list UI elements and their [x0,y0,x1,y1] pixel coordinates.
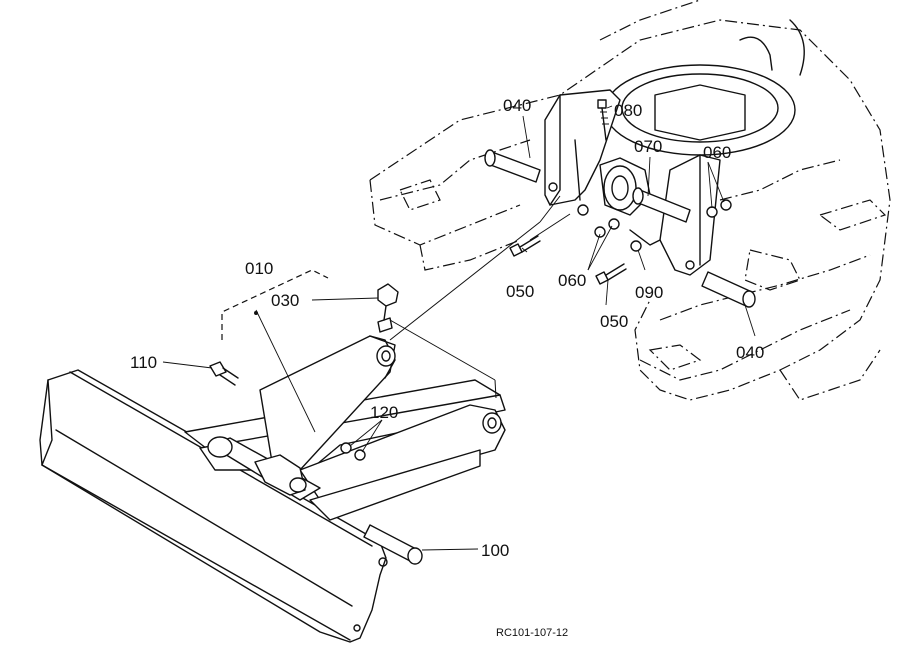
label-110: 110 [130,353,157,372]
part-labels: 010 030 040 040 050 050 060 060 070 080 … [130,96,764,560]
label-080: 080 [614,101,642,120]
blade-assembly [39,335,506,643]
label-060-right: 060 [703,143,731,162]
pin-040-right [701,271,756,308]
pin-070 [632,187,691,223]
assembly-lines [389,195,571,399]
bolt-050-left [509,235,541,257]
label-090: 090 [635,283,663,302]
label-060-left: 060 [558,271,586,290]
label-010: 010 [245,259,273,278]
grease-fitting-030 [377,283,399,333]
bolt-110 [209,361,239,386]
drawing-code: RC101-107-12 [496,627,568,639]
label-070: 070 [634,137,662,156]
leader-lines [162,105,756,551]
label-040-left: 040 [503,96,531,115]
bolt-050-right [595,263,627,285]
pin-040-left [484,149,541,183]
pin-100 [363,524,423,565]
mount-bracket [544,19,805,276]
tractor-frame [369,0,891,401]
label-120: 120 [370,403,398,422]
label-040-right: 040 [736,343,764,362]
nuts-120 [340,442,366,461]
label-050-right: 050 [600,312,628,331]
label-030: 030 [271,291,299,310]
nuts-060 [594,199,732,252]
label-100: 100 [481,541,509,560]
label-050-left: 050 [506,282,534,301]
bolt-080 [597,99,609,141]
group-bracket-010 [221,269,329,340]
